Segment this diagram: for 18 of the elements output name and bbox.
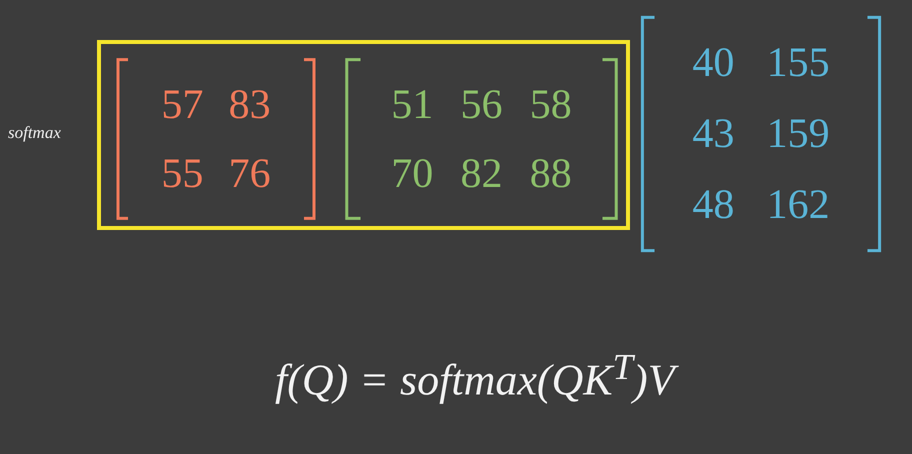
matrix-entry: 162 bbox=[766, 184, 830, 226]
matrix-entry: 155 bbox=[766, 42, 830, 84]
matrix-entry: 159 bbox=[766, 112, 830, 155]
function-label: softmax bbox=[8, 123, 61, 143]
matrix-entry: 43 bbox=[692, 112, 734, 155]
matrix-entry: 51 bbox=[391, 84, 434, 126]
matrix-entry: 40 bbox=[692, 42, 734, 84]
matrix-entry: 88 bbox=[530, 152, 572, 194]
matrix-entry: 83 bbox=[228, 84, 271, 126]
matrix-entry: 56 bbox=[460, 84, 502, 126]
matrix-entry: 82 bbox=[460, 152, 502, 194]
matrix-entry: 70 bbox=[391, 152, 434, 194]
matrix-entry: 48 bbox=[692, 184, 734, 226]
matrix-entry: 55 bbox=[161, 152, 204, 194]
matrix-entry: 58 bbox=[530, 84, 572, 126]
highlight-frame bbox=[97, 40, 630, 230]
matrix-entry: 57 bbox=[161, 84, 204, 126]
matrix-entry: 76 bbox=[228, 152, 271, 194]
